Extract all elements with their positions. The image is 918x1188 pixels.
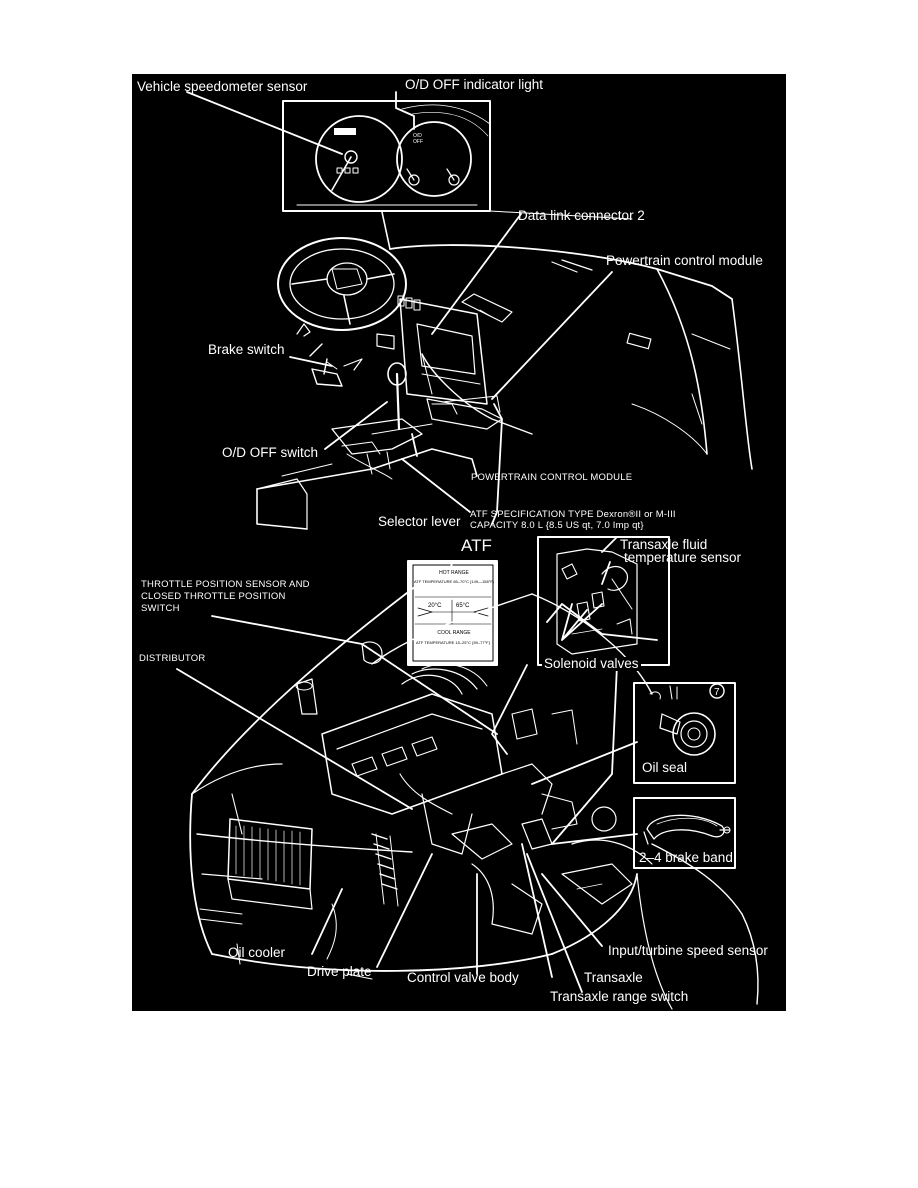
label-tps-line2: CLOSED THROTTLE POSITION (141, 591, 286, 602)
label-atf-specification: ATF SPECIFICATION TYPE Dexron®II or M-II… (470, 509, 676, 520)
dipstick-cool-temp: ATF TEMPERATURE 15–25°C {59–77°F} (416, 640, 490, 645)
dipstick-mark-65c: 65°C (456, 603, 470, 609)
label-atf-capacity: CAPACITY 8.0 L {8.5 US qt, 7.0 Imp qt} (470, 520, 644, 531)
brake-band-inset (633, 797, 736, 869)
engine-bay-drawing (189, 573, 759, 1010)
oil-seal-inset (633, 682, 736, 784)
diagram-panel: O/D OFF (132, 74, 786, 1011)
label-oil-seal: Oil seal (640, 760, 690, 775)
label-od-off-indicator-light: O/D OFF indicator light (405, 77, 544, 92)
label-tps-line1: THROTTLE POSITION SENSOR AND (141, 579, 310, 590)
label-transaxle-fluid-line1: Transaxle fluid (620, 537, 708, 552)
label-vehicle-speedometer-sensor: Vehicle speedometer sensor (137, 79, 308, 94)
label-transaxle-fluid-line2: temperature sensor (624, 550, 742, 565)
label-transaxle-range-switch: Transaxle range switch (550, 989, 689, 1004)
od-indicator-text: O/D OFF (413, 133, 423, 145)
label-powertrain-control-module: Powertrain control module (606, 253, 763, 268)
label-transaxle: Transaxle (584, 970, 643, 985)
label-atf: ATF (461, 536, 492, 555)
svg-text:OFF: OFF (413, 139, 423, 145)
label-input-turbine-speed-sensor: Input/turbine speed sensor (608, 943, 768, 958)
label-drive-plate: Drive plate (307, 964, 372, 979)
label-distributor: DISTRIBUTOR (139, 653, 206, 664)
dipstick-cool-range: COOL RANGE (437, 630, 471, 636)
label-od-off-switch: O/D OFF switch (222, 445, 319, 460)
callout-number-7: 7 (714, 687, 720, 698)
dipstick-mark-20c: 20°C (428, 603, 442, 609)
label-brake-switch: Brake switch (208, 342, 285, 357)
label-tps-line3: SWITCH (141, 603, 180, 614)
atf-dipstick-inset (407, 560, 498, 666)
dipstick-hot-temp: ATF TEMPERATURE 65–70°C {149—158°F} (414, 579, 495, 584)
dashboard-drawing (256, 211, 753, 530)
leader-lines (176, 91, 658, 993)
label-powertrain-control-module-caps: POWERTRAIN CONTROL MODULE (471, 472, 633, 483)
dipstick-hot-range: HOT RANGE (439, 570, 469, 576)
diagram-artwork: O/D OFF (176, 91, 759, 1010)
label-data-link-connector-2: Data link connector 2 (518, 208, 645, 223)
label-2-4-brake-band: 2–4 brake band (639, 850, 733, 865)
label-control-valve-body: Control valve body (407, 970, 519, 985)
instrument-cluster-inset (282, 100, 633, 220)
label-selector-lever: Selector lever (378, 514, 461, 529)
label-oil-cooler: Oil cooler (228, 945, 286, 960)
label-solenoid-valves: Solenoid valves (542, 656, 641, 671)
svg-text:O/D: O/D (413, 133, 422, 139)
